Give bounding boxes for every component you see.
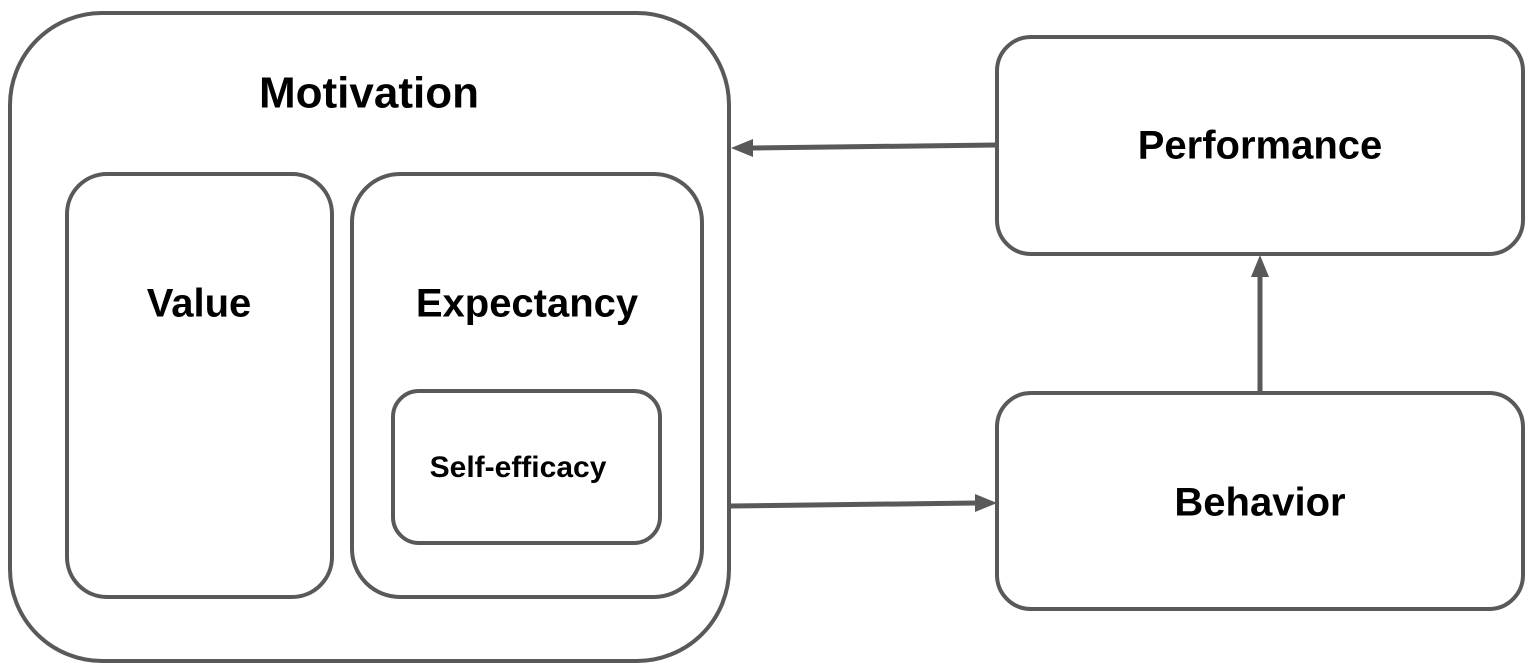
- expectancy-label: Expectancy: [416, 282, 639, 326]
- arrow-performance-to-motivation: [731, 139, 997, 157]
- self-efficacy-label: Self-efficacy: [430, 451, 607, 484]
- value-box: Value: [65, 172, 334, 599]
- performance-box: Performance: [995, 35, 1525, 256]
- arrow-motivation-to-behavior: [730, 494, 997, 512]
- self-efficacy-box: Self-efficacy: [391, 389, 662, 545]
- behavior-label: Behavior: [1174, 481, 1345, 525]
- behavior-box: Behavior: [995, 391, 1525, 611]
- value-label: Value: [147, 282, 252, 326]
- motivation-label: Motivation: [259, 69, 479, 118]
- performance-label: Performance: [1138, 124, 1383, 168]
- arrow-behavior-to-performance: [1251, 255, 1269, 391]
